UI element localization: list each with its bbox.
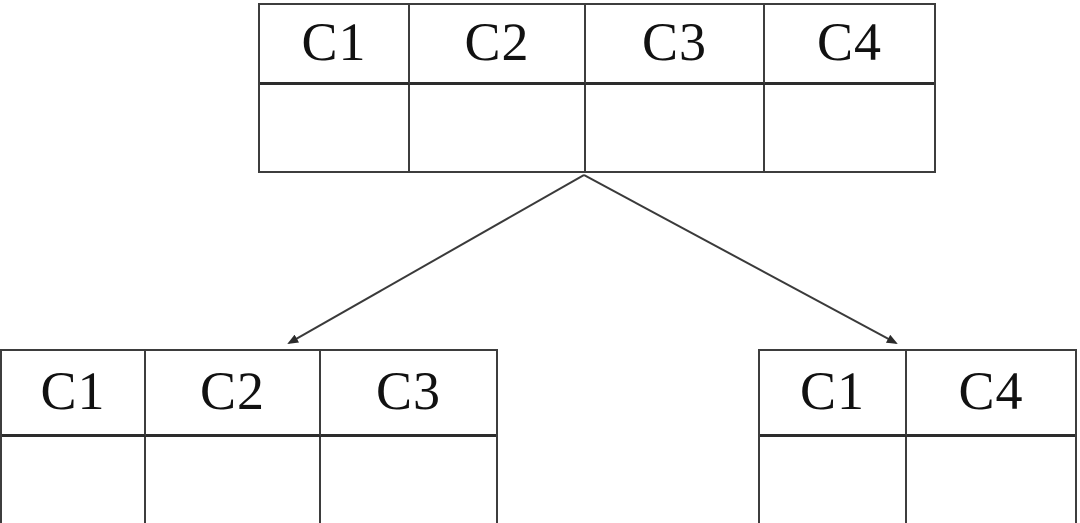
right-fragment-header-cell: C4 <box>907 351 1075 437</box>
original-empty-cell <box>765 85 934 171</box>
left-fragment-header-cell: C3 <box>321 351 496 437</box>
left-fragment-header-cell: C1 <box>2 351 146 437</box>
original-table: C1 C2 C3 C4 <box>258 3 936 173</box>
original-empty-cell <box>410 85 586 171</box>
right-fragment-empty-cell <box>907 437 1075 523</box>
left-fragment-empty-cell <box>321 437 496 523</box>
right-fragment-header-cell: C1 <box>760 351 907 437</box>
original-header-cell: C1 <box>260 5 410 85</box>
left-fragment-table: C1 C2 C3 <box>0 349 498 523</box>
original-header-cell: C3 <box>586 5 765 85</box>
left-fragment-header-cell: C2 <box>146 351 321 437</box>
left-fragment-empty-cell <box>146 437 321 523</box>
right-fragment-empty-cell <box>760 437 907 523</box>
original-empty-cell <box>586 85 765 171</box>
left-fragment-empty-cell <box>2 437 146 523</box>
original-empty-cell <box>260 85 410 171</box>
original-header-cell: C2 <box>410 5 586 85</box>
original-header-cell: C4 <box>765 5 934 85</box>
right-fragment-table: C1 C4 <box>758 349 1077 523</box>
arrow-down-left-icon <box>287 174 585 344</box>
arrow-down-right-icon <box>583 174 898 344</box>
